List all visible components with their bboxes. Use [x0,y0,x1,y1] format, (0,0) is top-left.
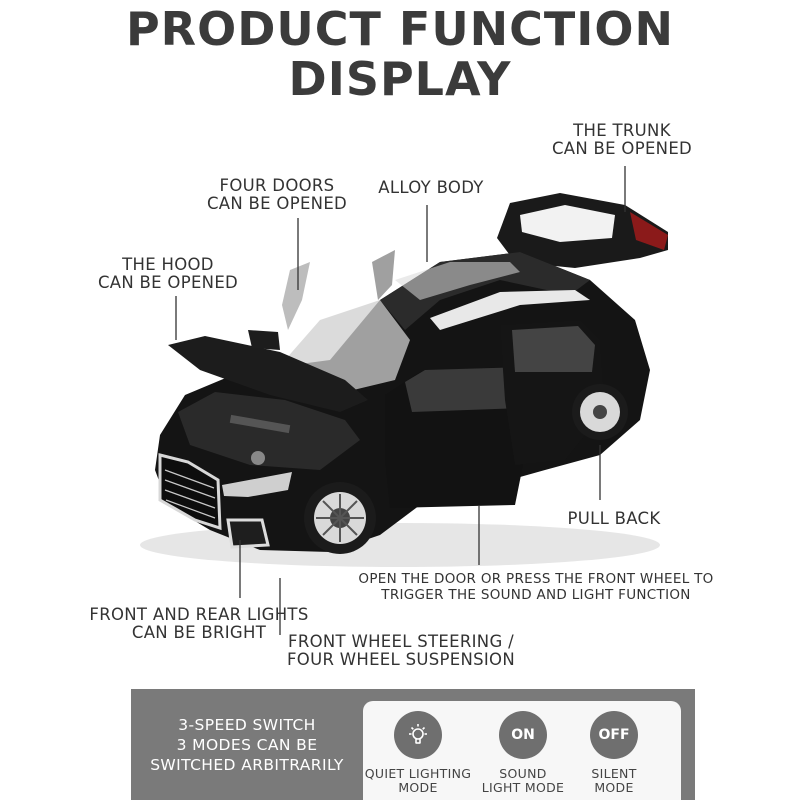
callout-steering-line-2: FOUR WHEEL SUSPENSION [287,650,515,669]
callout-trunk-line-1: THE TRUNK [573,121,671,140]
callout-hood: THE HOOD CAN BE OPENED [82,256,254,292]
page-title-line-1: PRODUCT FUNCTION [125,2,675,56]
callout-steering: FRONT WHEEL STEERING / FOUR WHEEL SUSPEN… [276,633,526,669]
callout-hood-line-2: CAN BE OPENED [97,273,239,292]
switch-description-line-3: SWITCHED ARBITRARILY [150,755,344,774]
callout-pull-back-line-1: PULL BACK [567,509,661,528]
mode-sound-light-label-1: SOUND [499,766,547,781]
callout-sound-light: OPEN THE DOOR OR PRESS THE FRONT WHEEL T… [344,571,728,603]
callout-alloy-line-1: ALLOY BODY [378,178,484,197]
callout-sound-light-line-1: OPEN THE DOOR OR PRESS THE FRONT WHEEL T… [358,571,714,587]
on-switch-icon: ON [499,711,547,759]
off-switch-icon: OFF [590,711,638,759]
callout-lights: FRONT AND REAR LIGHTS CAN BE BRIGHT [80,606,318,642]
modes-box: QUIET LIGHTING MODE ON SOUND LIGHT MODE … [363,701,681,800]
mode-silent-label-1: SILENT [591,766,637,781]
mode-quiet-lighting: QUIET LIGHTING MODE [363,711,473,795]
page-title-line-2: DISPLAY [288,52,512,106]
callout-steering-line-1: FRONT WHEEL STEERING / [288,632,514,651]
mode-switch-panel: 3-SPEED SWITCH 3 MODES CAN BE SWITCHED A… [131,689,695,800]
mode-sound-light: ON SOUND LIGHT MODE [468,711,578,795]
callout-hood-line-1: THE HOOD [122,255,214,274]
switch-description: 3-SPEED SWITCH 3 MODES CAN BE SWITCHED A… [131,689,363,800]
callout-trunk-line-2: CAN BE OPENED [551,139,693,158]
mode-sound-light-label-2: LIGHT MODE [481,780,565,795]
callout-trunk: THE TRUNK CAN BE OPENED [536,122,708,158]
callout-lights-line-2: CAN BE BRIGHT [131,623,267,642]
lightbulb-icon [394,711,442,759]
mode-silent: OFF SILENT MODE [559,711,669,795]
callout-pull-back: PULL BACK [552,510,676,528]
callout-doors-line-2: CAN BE OPENED [206,194,348,213]
callout-sound-light-line-2: TRIGGER THE SOUND AND LIGHT FUNCTION [381,587,691,603]
callout-doors: FOUR DOORS CAN BE OPENED [192,177,362,213]
switch-description-line-2: 3 MODES CAN BE [176,735,318,754]
switch-description-line-1: 3-SPEED SWITCH [178,715,316,734]
mode-quiet-lighting-label-1: QUIET LIGHTING [364,766,472,781]
callout-doors-line-1: FOUR DOORS [219,176,335,195]
callout-alloy: ALLOY BODY [362,179,500,197]
mode-silent-label-2: MODE [594,780,634,795]
mode-quiet-lighting-label-2: MODE [398,780,438,795]
callout-lights-line-1: FRONT AND REAR LIGHTS [89,605,309,624]
